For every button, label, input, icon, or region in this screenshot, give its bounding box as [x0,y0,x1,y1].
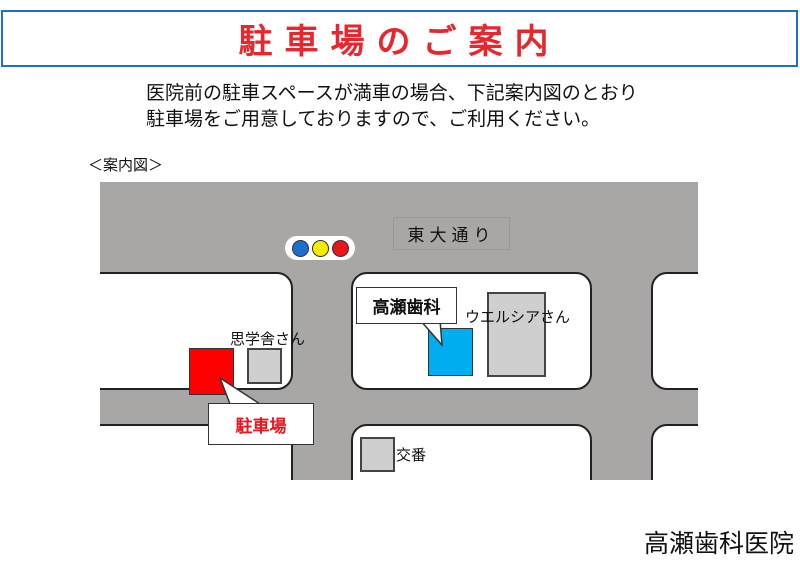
koban-building [360,437,395,472]
yellow-light-icon [311,239,329,257]
clinic-name-footer: 高瀬歯科医院 [643,529,794,558]
clinic-callout: 高瀬歯科 [356,287,457,324]
welcia-building [487,292,546,377]
shigakusha-label: 思学舎さん [230,330,306,348]
parking-callout: 駐車場 [208,403,314,445]
shigakusha-building [247,348,282,384]
intro-line-2: 駐車場をご用意しておりますので、ご利用ください。 [146,108,601,130]
block-right-top [651,272,698,390]
welcia-label: ウエルシアさん [465,308,571,326]
guide-map: 東大通り 思学舎さん ウエルシアさん 交番 高瀬歯科 駐車場 [100,182,698,480]
page-title: 駐車場のご案内 [238,22,561,62]
parking-lot-marker [189,348,234,395]
map-heading: ＜案内図＞ [88,156,164,174]
intro-line-1: 医院前の駐車スペースが満車の場合、下記案内図のとおり [146,82,638,104]
red-light-icon [331,239,349,257]
callout-tails [218,319,443,405]
traffic-light-icon [285,236,355,260]
street-name-label: 東大通り [393,217,510,250]
title-banner: 駐車場のご案内 [1,10,798,67]
block-right-bottom [651,424,698,480]
blue-light-icon [291,239,309,257]
koban-label: 交番 [396,446,427,464]
